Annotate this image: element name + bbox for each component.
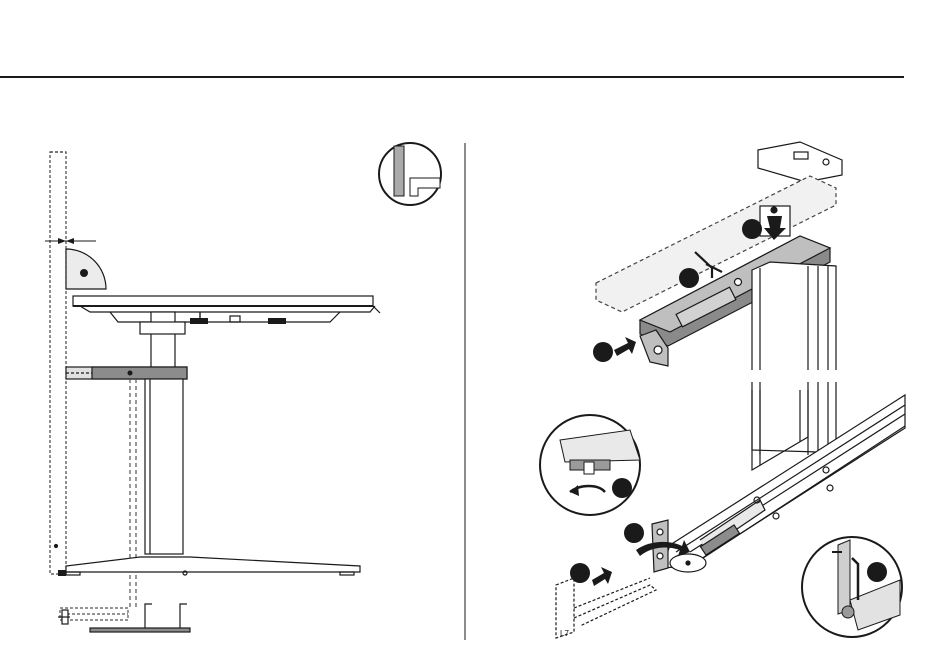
foot-glide-rotate-detail-icon (540, 415, 640, 515)
step-marker-top-1 (742, 219, 762, 239)
step-marker-top-3 (593, 342, 613, 362)
step-arrow-icon (614, 337, 636, 356)
wall-outline (50, 152, 66, 574)
foot-base (66, 557, 360, 572)
column-lower (145, 379, 183, 554)
step-marker-dot (80, 269, 88, 277)
column-upper (151, 312, 175, 370)
desktop-board (73, 296, 373, 306)
wall-corner-detail-icon (379, 143, 441, 205)
bracket-section (58, 604, 190, 632)
gap-dimension (45, 238, 96, 244)
side-view-desk (45, 152, 380, 632)
column-right (752, 262, 836, 452)
step-marker-bottom-2 (570, 563, 590, 583)
wall-bracket-screw-detail-icon (802, 537, 902, 637)
top-mount-view (593, 142, 842, 455)
step-marker-bottom-1 (624, 523, 644, 543)
clearance-arc (66, 249, 106, 289)
step-marker-top-2 (679, 268, 699, 288)
bracket-mark-label: L7 (560, 629, 569, 638)
